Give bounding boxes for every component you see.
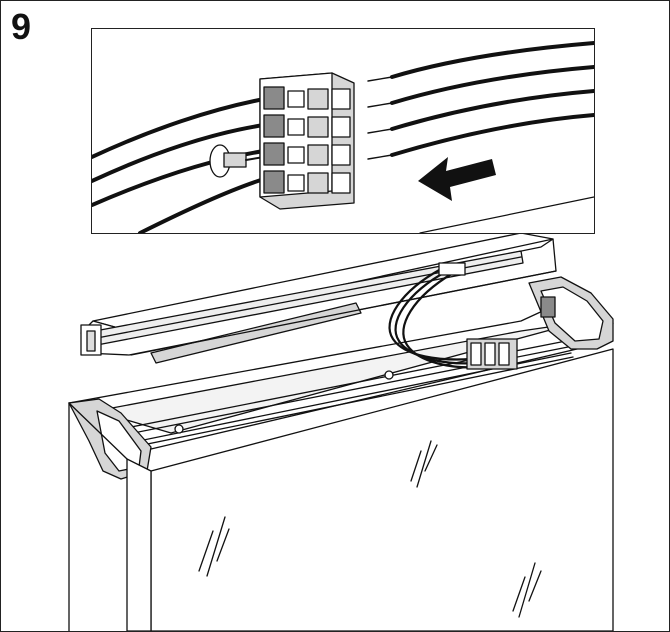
terminal-block-icon <box>259 72 355 210</box>
wire-right-3 <box>390 89 594 131</box>
terminal-block-small <box>466 338 518 370</box>
wiring-detail-illustration <box>92 41 594 233</box>
screwdriver-icon <box>209 144 265 178</box>
wire-left-1 <box>92 97 266 159</box>
cable-loop <box>388 267 473 361</box>
wire-right-2 <box>390 65 594 105</box>
step-number: 9 <box>11 6 32 47</box>
detail-inset <box>91 28 595 234</box>
left-arrow-icon <box>418 157 496 201</box>
wire-left-4 <box>138 177 266 233</box>
wire-right-4 <box>390 113 594 157</box>
wire-left-2 <box>92 123 266 183</box>
wire-right-1 <box>390 41 594 79</box>
